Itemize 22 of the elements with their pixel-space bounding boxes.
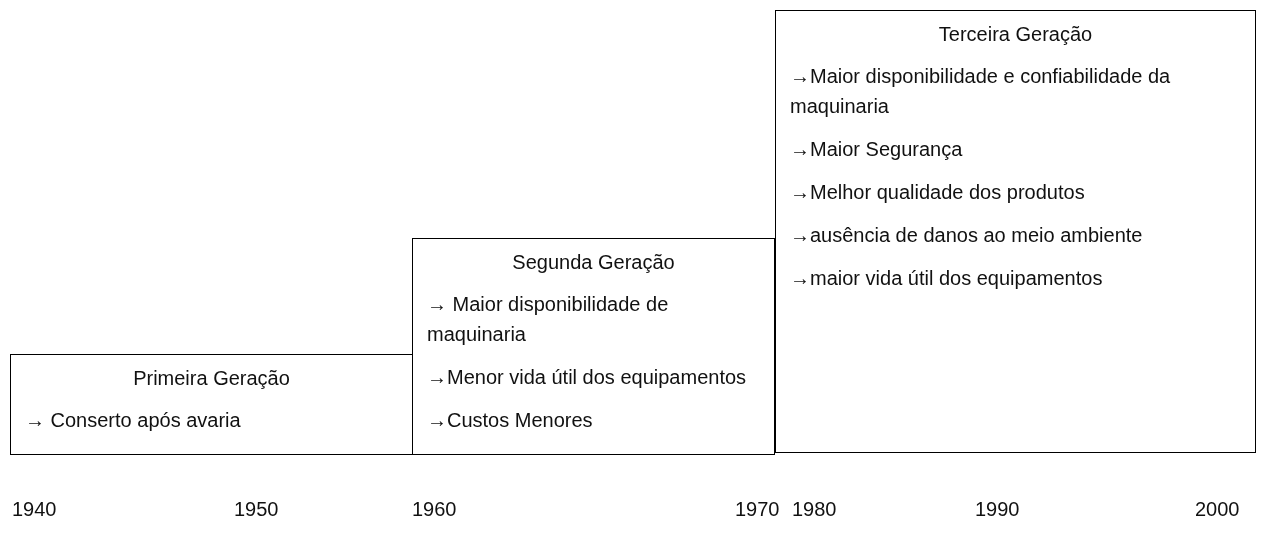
- list-item: →Menor vida útil dos equipamentos: [427, 365, 747, 390]
- list-item: →Custos Menores: [427, 408, 593, 433]
- year-label: 1950: [234, 497, 279, 522]
- list-item: →Melhor qualidade dos produtos: [790, 180, 1085, 205]
- generation-heading: Terceira Geração: [938, 22, 1093, 47]
- year-label: 1970: [735, 497, 780, 522]
- period-box: [412, 238, 775, 455]
- list-item: →maior vida útil dos equipamentos: [790, 266, 1103, 291]
- list-item: →ausência de danos ao meio ambiente: [790, 223, 1143, 248]
- period-box: [775, 10, 1256, 453]
- year-label: 1960: [412, 497, 457, 522]
- generation-heading: Primeira Geração: [133, 366, 290, 391]
- list-item: →Maior disponibilidade e confiabilidade da maquinaria: [790, 64, 1172, 119]
- period-box: [10, 354, 413, 455]
- generation-heading: Segunda Geração: [512, 250, 675, 275]
- year-label: 1940: [12, 497, 57, 522]
- list-item: →Maior Segurança: [790, 137, 963, 162]
- year-label: 2000: [1195, 497, 1240, 522]
- list-item: → Maior disponibilidade de maquinaria: [427, 292, 670, 347]
- list-item: → Conserto após avaria: [25, 408, 241, 433]
- year-label: 1980: [792, 497, 837, 522]
- year-label: 1990: [975, 497, 1020, 522]
